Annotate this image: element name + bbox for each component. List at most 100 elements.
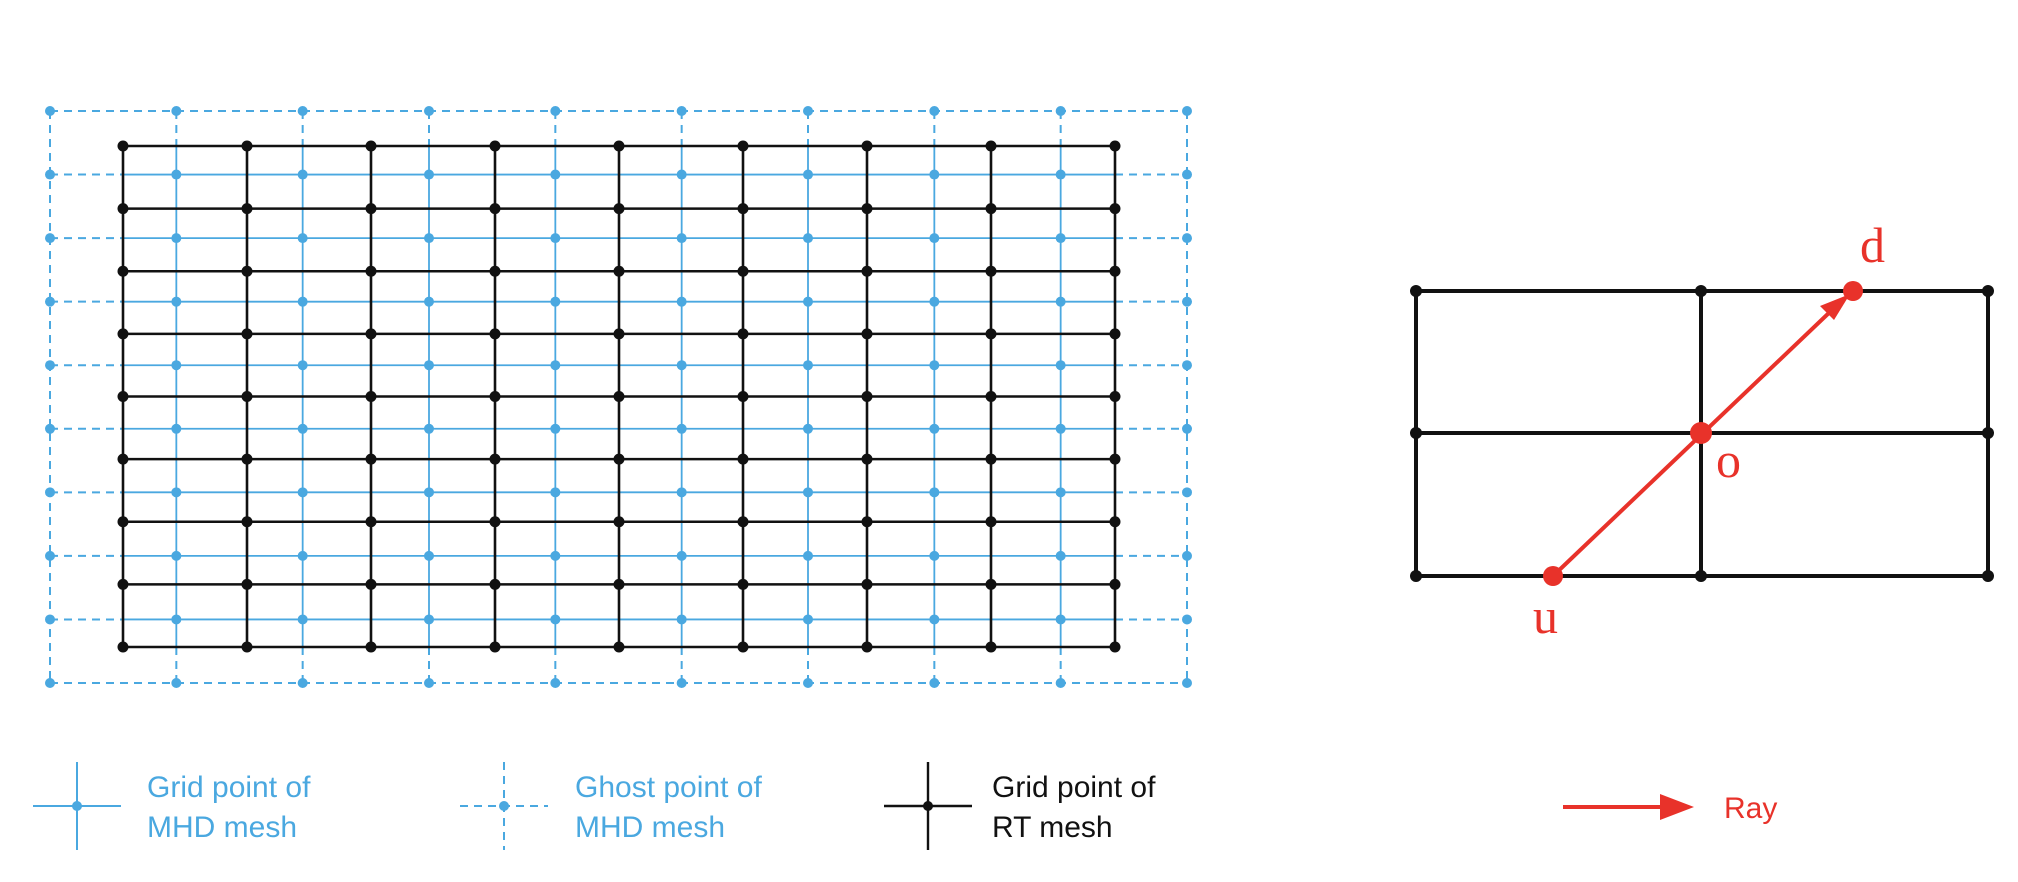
rt-grid-point (737, 453, 749, 465)
legend-mhd-grid-line1: Grid point of (147, 771, 311, 804)
rt-grid-point (613, 391, 625, 402)
rt-grid-point (365, 328, 377, 340)
rt-grid-point (489, 516, 501, 528)
mhd-ghost-point (803, 106, 813, 116)
legend-rt-grid-line2: RT mesh (992, 811, 1113, 844)
cell-grid-point (1410, 570, 1422, 582)
rt-grid-point (241, 641, 253, 653)
mhd-ghost-point (550, 678, 561, 688)
mhd-ghost-point (676, 678, 687, 688)
ray-arrow-symbol (1563, 794, 1694, 820)
rt-grid-point (241, 516, 253, 528)
rt-grid-point (1109, 578, 1121, 590)
mhd-grid-point (550, 233, 561, 244)
rt-grid-point (737, 578, 749, 590)
mhd-grid-point (424, 487, 434, 498)
rt-grid-point (1109, 391, 1121, 402)
label-d: d (1860, 217, 1885, 273)
rt-grid-point (365, 641, 377, 653)
rt-grid-point (613, 265, 625, 277)
rt-grid-point (613, 453, 625, 465)
rt-grid-point (861, 328, 873, 340)
mhd-grid-point (550, 614, 561, 625)
rt-grid-point (117, 391, 129, 402)
mhd-ghost-point (45, 678, 55, 688)
mhd-grid-point (297, 169, 308, 180)
rt-grid-point (737, 391, 749, 402)
mhd-ghost-point (45, 296, 55, 307)
mhd-grid-point (1055, 360, 1066, 371)
rt-grid-point (489, 578, 501, 590)
mhd-grid-point (803, 487, 813, 498)
mhd-grid-point (1055, 169, 1066, 180)
rt-grid-point (613, 328, 625, 340)
label-o: o (1716, 432, 1741, 488)
mhd-grid-point (550, 487, 561, 498)
rt-grid-point (241, 391, 253, 402)
rt-grid-point (117, 641, 129, 653)
ray-line (1551, 308, 1834, 578)
mhd-ghost-point (45, 614, 55, 625)
rt-grid-point (985, 453, 997, 465)
mhd-grid-point (676, 296, 687, 307)
point-o (1690, 422, 1712, 444)
mhd-grid-point (171, 360, 182, 371)
rt-grid-point (1109, 140, 1121, 152)
rt-grid-point (861, 516, 873, 528)
mhd-grid-point (1055, 550, 1066, 561)
mhd-ghost-point (424, 106, 434, 116)
rt-grid-point (861, 453, 873, 465)
rt-grid-point (985, 391, 997, 402)
mhd-ghost-point-symbol (460, 762, 548, 850)
mhd-grid-point (171, 550, 182, 561)
mhd-grid-point (171, 169, 182, 180)
rt-grid-point (985, 641, 997, 653)
mhd-ghost-point (1055, 106, 1066, 116)
mhd-grid-point (1055, 233, 1066, 244)
mhd-grid-point (297, 233, 308, 244)
legend: Grid point of MHD mesh Ghost point of MH… (33, 762, 1777, 850)
rt-grid-point (365, 391, 377, 402)
rt-grid-point (117, 265, 129, 277)
rt-grid-point (241, 578, 253, 590)
mhd-grid-point (297, 487, 308, 498)
rt-grid-point (241, 328, 253, 340)
mhd-grid-point (550, 360, 561, 371)
rt-grid-point (241, 453, 253, 465)
mhd-ghost-point (45, 423, 55, 434)
mhd-grid-point (1055, 614, 1066, 625)
rt-grid-point (241, 203, 253, 215)
rt-grid-point (1109, 641, 1121, 653)
rt-grid-point (117, 516, 129, 528)
mhd-grid-point (803, 169, 813, 180)
cell-grid-point (1410, 427, 1422, 439)
rt-grid-point (489, 641, 501, 653)
mhd-grid-point (297, 550, 308, 561)
ray-arrowhead (1820, 294, 1850, 320)
point-d (1843, 281, 1863, 301)
mhd-grid-point (297, 296, 308, 307)
rt-grid-point (737, 641, 749, 653)
mhd-grid-point (171, 233, 182, 244)
mhd-ghost-point (550, 106, 561, 116)
mhd-ghost-point (1182, 614, 1192, 625)
legend-point (499, 801, 509, 811)
mhd-grid-point (929, 614, 940, 625)
mhd-grid-point (676, 550, 687, 561)
mhd-grid-point (803, 614, 813, 625)
mhd-grid-point (929, 550, 940, 561)
mhd-grid-point (171, 423, 182, 434)
legend-rt-grid-line1: Grid point of (992, 771, 1156, 804)
rt-grid-point (489, 328, 501, 340)
mhd-ghost-point (1182, 169, 1192, 180)
mhd-grid-point (424, 360, 434, 371)
mhd-grid-point (803, 550, 813, 561)
mhd-grid-point (424, 233, 434, 244)
mhd-ghost-point (1182, 678, 1192, 688)
mhd-grid-point (550, 296, 561, 307)
rt-grid-point (365, 578, 377, 590)
rt-grid-point (985, 203, 997, 215)
mhd-grid-point (424, 614, 434, 625)
legend-ray-label: Ray (1724, 792, 1777, 825)
point-u (1543, 566, 1563, 586)
